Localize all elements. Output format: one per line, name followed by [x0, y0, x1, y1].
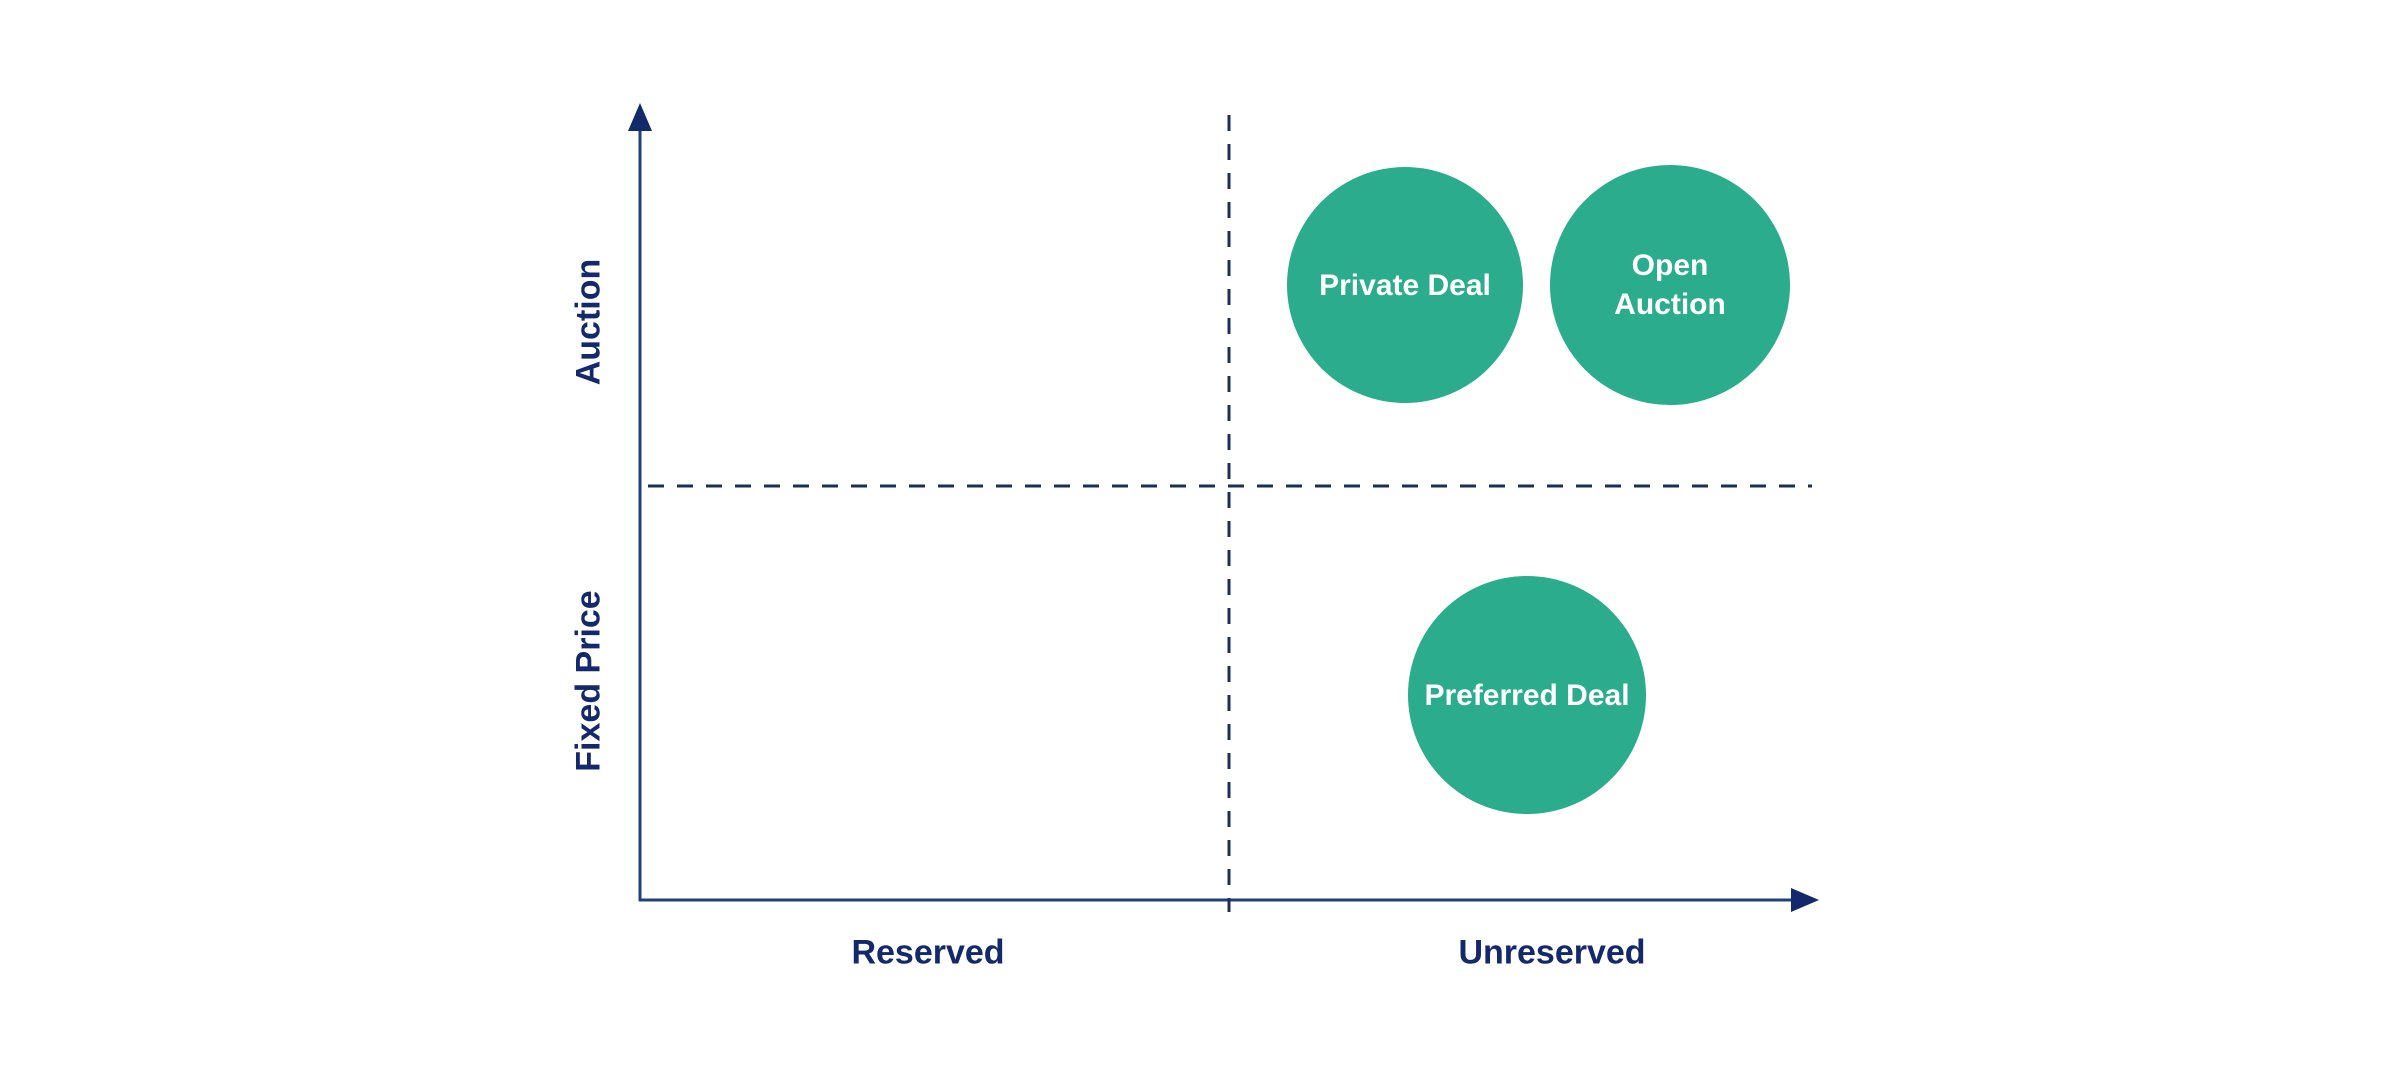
x-axis-label-reserved: Reserved: [851, 933, 1005, 972]
bubble-private-deal-label: Private Deal: [1319, 268, 1491, 302]
y-axis-label-fixed-price: Fixed Price: [569, 590, 608, 772]
y-axis-label-auction: Auction: [569, 258, 608, 386]
x-axis-arrowhead-icon: [1791, 888, 1819, 912]
bubble-open-auction: Open Auction: [1550, 165, 1790, 405]
bubble-preferred-deal-label: Preferred Deal: [1424, 678, 1630, 712]
bubble-private-deal: Private Deal: [1287, 167, 1523, 403]
bubble-preferred-deal: Preferred Deal: [1408, 576, 1646, 814]
y-axis-arrowhead-icon: [628, 103, 652, 131]
bubble-open-auction-label: Open Auction: [1614, 249, 1726, 321]
x-axis-label-unreserved: Unreserved: [1458, 933, 1646, 972]
